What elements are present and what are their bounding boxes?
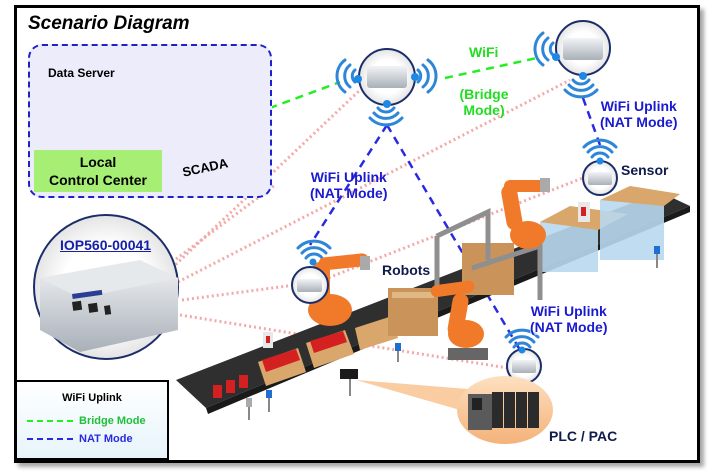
crate [355, 316, 398, 350]
access-point-sensor [582, 157, 618, 196]
legend-item-nat-mode: NAT Mode [27, 433, 133, 445]
local-control-center-label: Local Control Center [34, 150, 162, 192]
bridge-mode-label: (Bridge Mode) [456, 86, 512, 118]
legend-item-label: Bridge Mode [79, 415, 146, 427]
uplink-right-line1: WiFi Uplink [600, 98, 677, 114]
nat-link [385, 124, 522, 351]
uplink-bottom-label: WiFi Uplink (NAT Mode) [530, 303, 608, 335]
legend-item-bridge-mode: Bridge Mode [27, 415, 146, 427]
access-point-bottom [506, 346, 542, 384]
product-item [239, 375, 248, 388]
ethernet-link [181, 281, 311, 302]
bridge-mode-dash-swatch [27, 420, 73, 422]
bridge-link [444, 56, 538, 80]
plc-callout [356, 376, 553, 444]
product-item [213, 385, 222, 398]
legend: WiFi Uplink Bridge Mode NAT Mode [15, 380, 169, 460]
access-point-hub [354, 48, 419, 108]
access-point-right [552, 20, 611, 80]
bridge-mode-label-line1: (Bridge [459, 86, 509, 102]
legend-title: WiFi Uplink [62, 392, 122, 404]
nat-link [581, 97, 602, 146]
ethernet-link [177, 78, 571, 284]
ethernet-link [171, 183, 276, 264]
uplink-right-label: WiFi Uplink (NAT Mode) [600, 98, 678, 130]
data-server-label: Data Server [48, 66, 115, 80]
sensor-label: Sensor [621, 162, 669, 178]
uplink-left-line2: (NAT Mode) [310, 185, 388, 201]
uplink-bottom-line1: WiFi Uplink [530, 303, 607, 319]
uplink-left-label: WiFi Uplink (NAT Mode) [310, 169, 388, 201]
nat-links [308, 97, 602, 351]
robot-arm-right [501, 178, 550, 249]
wifi-waves [224, 31, 618, 349]
nat-link [308, 124, 389, 246]
product-callout [33, 214, 179, 360]
lcc-label-line1: Local [79, 154, 117, 170]
uplink-bottom-line2: (NAT Mode) [530, 319, 608, 335]
product-model-link[interactable]: IOP560-00041 [60, 237, 152, 253]
robot-arm-center [430, 280, 488, 360]
diagram-title: Scenario Diagram [28, 13, 190, 34]
nat-mode-dash-swatch [27, 438, 73, 440]
wrapped-pallet [540, 222, 598, 272]
product-item [226, 380, 235, 393]
legend-item-label: NAT Mode [79, 433, 133, 445]
uplink-right-line2: (NAT Mode) [600, 114, 678, 130]
wrapped-pallet [600, 200, 664, 260]
wifi-bridge-label: WiFi [469, 44, 499, 60]
robots-label: Robots [382, 262, 431, 278]
access-point-robot [291, 258, 329, 304]
ethernet-link [170, 88, 362, 270]
plc-pac-label: PLC / PAC [549, 428, 618, 444]
conveyor-line [176, 186, 690, 420]
bridge-mode-label-line2: Mode) [463, 102, 505, 118]
uplink-left-line1: WiFi Uplink [310, 169, 387, 185]
lcc-label-line2: Control Center [49, 172, 147, 188]
